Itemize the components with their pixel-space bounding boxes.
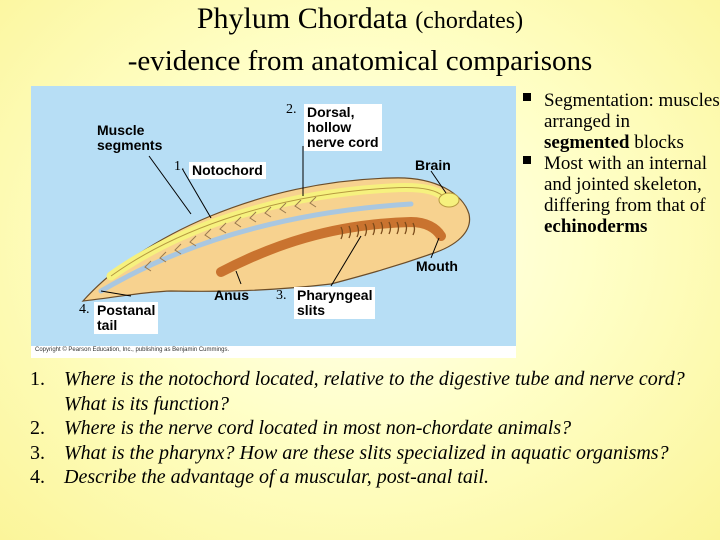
nerve-cord-line-3: nerve cord <box>307 134 379 150</box>
question-item: 2. Where is the nerve cord located in mo… <box>24 416 714 441</box>
anus-label: Anus <box>214 287 249 303</box>
question-number: 3. <box>30 441 45 464</box>
question-text: What is the pharynx? How are these slits… <box>64 441 669 464</box>
postanal-tail-line-2: tail <box>97 317 118 333</box>
square-bullet-icon <box>523 156 531 164</box>
question-item: 1. Where is the notochord located, relat… <box>24 367 714 416</box>
label-number-3: 3. <box>276 288 287 303</box>
pharyngeal-slits-label: Pharyngeal slits <box>294 287 376 319</box>
slide-title: Phylum Chordata (chordates) <box>0 2 720 38</box>
question-text: Where is the nerve cord located in most … <box>64 417 572 439</box>
question-list: 1. Where is the notochord located, relat… <box>24 367 714 490</box>
label-number-4: 4. <box>79 302 90 317</box>
muscle-segments-label: Muscle segments <box>97 123 162 153</box>
label-number-1: 1. <box>174 159 185 174</box>
postanal-tail-line-1: Postanal <box>97 302 156 318</box>
title-paren: (chordates) <box>415 8 524 34</box>
muscle-segments-line-1: Muscle <box>97 122 145 138</box>
nerve-cord-label: Dorsal, hollow nerve cord <box>304 104 382 151</box>
nerve-cord-line-1: Dorsal, <box>307 104 355 120</box>
pharyngeal-slits-line-2: slits <box>297 302 326 318</box>
label-number-2: 2. <box>286 102 297 117</box>
question-text: Where is the notochord located, relative… <box>64 368 685 415</box>
bullet-item: Most with an internal and jointed skelet… <box>520 153 720 237</box>
bullet-bold-text: echinoderms <box>544 216 648 237</box>
square-bullet-icon <box>523 93 531 101</box>
slide-subtitle: -evidence from anatomical comparisons <box>127 45 593 77</box>
bullet-text: Segmentation: muscles arranged in <box>544 90 720 132</box>
bullet-item: Segmentation: muscles arranged in segmen… <box>520 90 720 153</box>
pharyngeal-slits-line-1: Pharyngeal <box>297 287 373 303</box>
chordate-diagram: Muscle segments 1. Notochord 2. Dorsal, … <box>31 86 516 358</box>
postanal-tail-label: Postanal tail <box>94 302 159 334</box>
muscle-segments-line-2: segments <box>97 137 163 153</box>
question-item: 3. What is the pharynx? How are these sl… <box>24 441 714 466</box>
bullet-list: Segmentation: muscles arranged in segmen… <box>520 90 720 237</box>
mouth-label: Mouth <box>416 258 458 274</box>
question-item: 4. Describe the advantage of a muscular,… <box>24 465 714 490</box>
figure-credit: Copyright © Pearson Education, Inc., pub… <box>35 347 230 353</box>
nerve-cord-line-2: hollow <box>307 119 352 135</box>
question-number: 1. <box>30 368 45 390</box>
notochord-label: Notochord <box>189 162 266 179</box>
question-number: 4. <box>30 466 45 488</box>
bullet-text: Most with an internal and jointed skelet… <box>544 153 708 216</box>
bullet-text: blocks <box>629 132 684 153</box>
title-main: Phylum Chordata <box>196 2 408 35</box>
bullet-bold-text: segmented <box>544 132 630 153</box>
question-number: 2. <box>30 417 45 439</box>
brain-label: Brain <box>415 157 451 173</box>
question-text: Describe the advantage of a muscular, po… <box>64 466 489 488</box>
